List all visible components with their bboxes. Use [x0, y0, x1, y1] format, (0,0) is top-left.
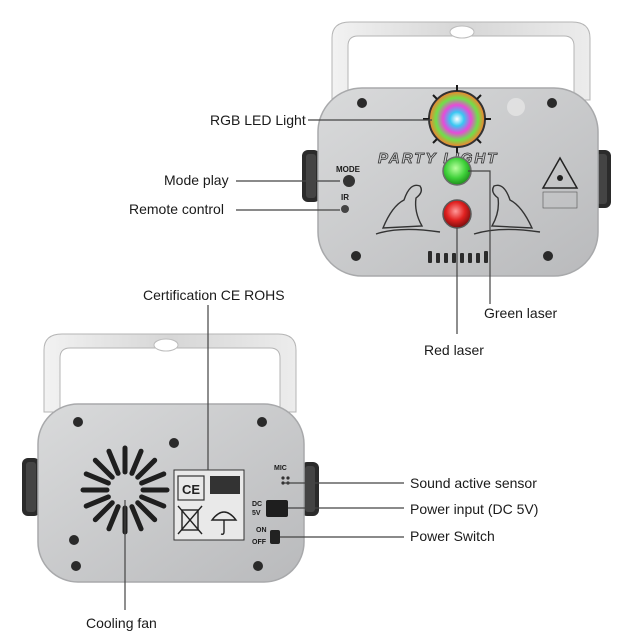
- power-switch-callout: Power Switch: [410, 528, 495, 544]
- power-switch: [270, 530, 280, 544]
- back-unit: CE MIC DC 5V ON OFF: [22, 333, 319, 583]
- leader-lines: [124, 119, 491, 610]
- red-laser-callout: Red laser: [424, 342, 484, 358]
- green-laser: [442, 156, 472, 186]
- certification-callout: Certification CE ROHS: [143, 287, 285, 303]
- mode-button: [343, 175, 355, 187]
- recycle-bin-icon: [177, 505, 203, 535]
- rgb-led-callout: RGB LED Light: [210, 112, 306, 128]
- ir-receiver: [341, 205, 349, 213]
- cooling-fan-callout: Cooling fan: [86, 615, 157, 631]
- front-vent: [428, 251, 488, 263]
- seal-left-icon: [375, 184, 441, 235]
- mode-play-callout: Mode play: [164, 172, 229, 188]
- green-laser-callout: Green laser: [484, 305, 558, 321]
- volt-mark: 5V: [252, 510, 261, 517]
- back-panel: [37, 403, 305, 583]
- laser-warning-icon: [541, 156, 579, 209]
- certification-label: CE: [173, 469, 245, 541]
- cooling-fan-grille: [80, 445, 170, 535]
- rgb-led: [428, 90, 486, 148]
- power-input-callout: Power input (DC 5V): [410, 501, 539, 517]
- front-logo-left: PARTY LIGHT: [378, 150, 498, 167]
- ce-mark: CE: [182, 482, 200, 497]
- on-mark: ON: [256, 527, 267, 534]
- dc-input-port: [266, 500, 288, 517]
- red-laser: [442, 199, 472, 229]
- remote-control-callout: Remote control: [129, 201, 224, 217]
- ir-mark: IR: [341, 193, 349, 202]
- seal-right-icon: [473, 184, 541, 235]
- front-unit: PARTY LIGHT MODE IR: [302, 21, 611, 277]
- mic-mark: MIC: [274, 465, 287, 472]
- dc-mark: DC: [252, 501, 262, 508]
- mode-mark: MODE: [336, 165, 361, 174]
- off-mark: OFF: [252, 539, 267, 546]
- umbrella-icon: [210, 511, 238, 535]
- sound-sensor-callout: Sound active sensor: [410, 475, 537, 491]
